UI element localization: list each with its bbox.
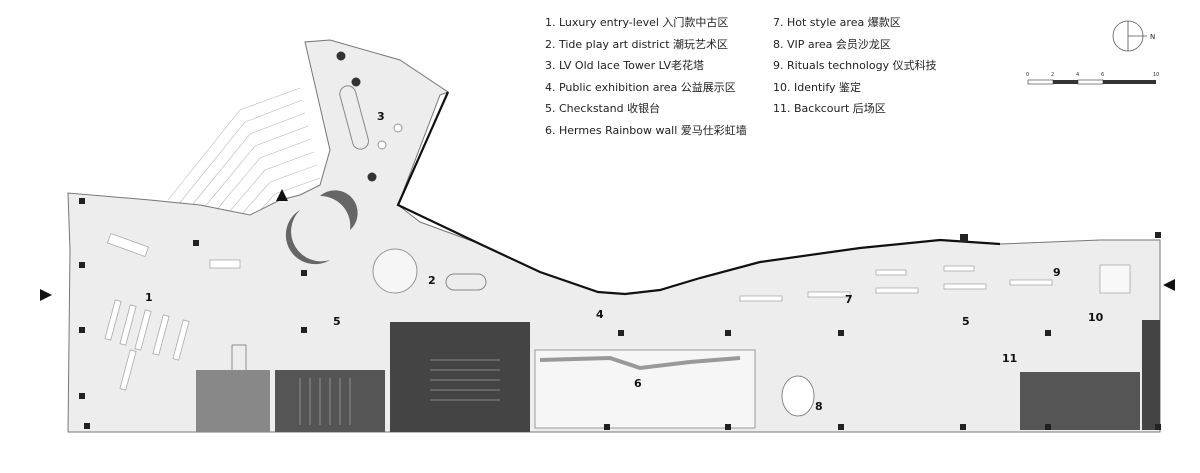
facade-wall [396, 91, 1001, 296]
zone-label-4: 4 [596, 308, 604, 321]
zone-label-10: 10 [1088, 311, 1104, 324]
zone-label-7: 7 [845, 293, 853, 306]
zone-label-6: 6 [634, 377, 642, 390]
legend-item-7: 7. Hot style area 爆款区 [773, 16, 901, 29]
legend-item-8: 8. VIP area 会员沙龙区 [773, 37, 891, 51]
columns [79, 198, 1161, 430]
service-wall [196, 370, 270, 432]
svg-text:10: 10 [1153, 72, 1159, 78]
zone-label-5b: 5 [962, 315, 970, 328]
entrance-arrow-top [276, 189, 288, 201]
zone-label-8: 8 [815, 400, 823, 413]
stair-lines [299, 359, 500, 425]
stair-core [390, 322, 530, 432]
entrance-arrow-right [1163, 279, 1175, 291]
svg-text:0: 0 [1026, 72, 1029, 78]
zone-label-11: 11 [1002, 352, 1017, 365]
stair-right [1020, 372, 1140, 430]
legend-item-5: 5. Checkstand 收银台 [545, 102, 661, 115]
svg-text:2: 2 [1051, 72, 1054, 78]
round-display [372, 248, 418, 294]
zone7-tables [739, 264, 1131, 302]
scale-bar: 0 2 4 6 10 [1026, 72, 1159, 85]
legend-item-2: 2. Tide play art district 潮玩艺术区 [545, 37, 729, 51]
pill-display [445, 273, 487, 291]
hermes-wall-zone [534, 349, 756, 429]
svg-text:N: N [1150, 33, 1155, 41]
svg-text:6: 6 [1101, 72, 1104, 78]
legend-item-9: 9. Rituals technology 仪式科技 [773, 59, 937, 72]
legend-item-3: 3. LV Old lace Tower LV老花塔 [545, 59, 705, 72]
svg-text:4: 4 [1076, 72, 1079, 78]
zone-label-5a: 5 [333, 315, 341, 328]
right-wall [1142, 320, 1160, 430]
zone-label-3: 3 [377, 110, 385, 123]
zone-label-2: 2 [428, 274, 436, 287]
lv-tower-details [336, 51, 403, 182]
zone1-tables [104, 232, 247, 391]
zone-label-1: 1 [145, 291, 153, 304]
north-arrow: N [1112, 20, 1155, 52]
crescent-sculpture [285, 190, 358, 265]
legend-item-1: 1. Luxury entry-level 入门款中古区 [545, 16, 729, 29]
legend-column-2: 7. Hot style area 爆款区 8. VIP area 会员沙龙区 … [773, 12, 937, 120]
entrance-arrow-left [40, 289, 52, 301]
rainbow-wall [539, 355, 741, 371]
legend-item-10: 10. Identify 鉴定 [773, 80, 862, 94]
legend-item-4: 4. Public exhibition area 公益展示区 [545, 80, 736, 94]
legend-item-6: 6. Hermes Rainbow wall 爱马仕彩虹墙 [545, 123, 747, 137]
vip-sofa [781, 375, 815, 417]
zone-label-9: 9 [1053, 266, 1061, 279]
legend-item-11: 11. Backcourt 后场区 [773, 102, 886, 115]
legend-column-1: 1. Luxury entry-level 入门款中古区 2. Tide pla… [545, 12, 747, 141]
